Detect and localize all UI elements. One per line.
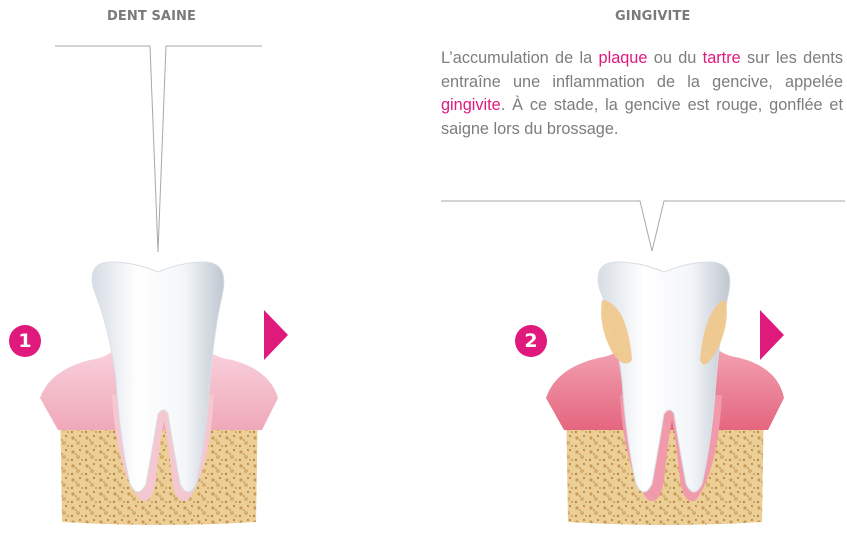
next-arrow-2 — [760, 310, 784, 360]
callout-pointer-2 — [441, 201, 845, 251]
gingivitis-tooth-illustration — [546, 262, 784, 525]
next-arrow-1 — [264, 310, 288, 360]
callout-pointer-1 — [55, 46, 262, 252]
healthy-tooth-illustration — [40, 262, 278, 525]
stage-2-number-badge: 2 — [515, 325, 547, 357]
stage-1-number-badge: 1 — [9, 325, 41, 357]
